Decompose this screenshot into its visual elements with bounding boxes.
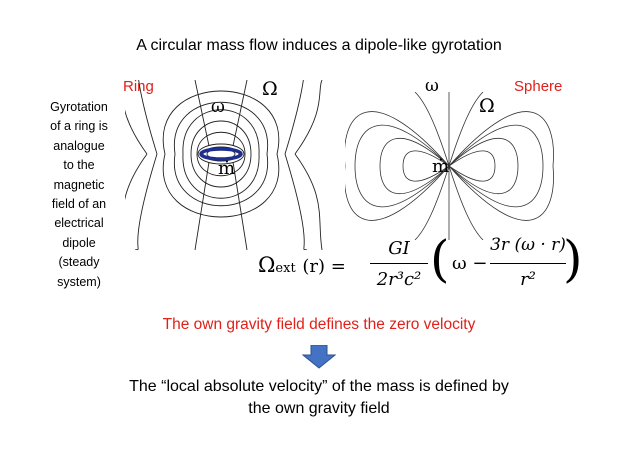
formula-arg: (r) = — [302, 256, 346, 277]
sphere-field-diagram — [345, 92, 554, 240]
formula-numerator: GI — [388, 238, 410, 259]
conclusion-text: The “local absolute velocity” of the mas… — [0, 376, 638, 420]
gyrotation-formula: Ωext (r) = GI 2r³c² ( ω − 3r (ω · r) r² … — [258, 230, 583, 303]
mass-flow-ring: ṁ — [218, 158, 236, 179]
formula-lhs-sub: ext — [275, 261, 296, 276]
side-line: electrical — [54, 216, 104, 231]
zero-velocity-statement: The own gravity field defines the zero v… — [162, 316, 476, 333]
formula-left-paren: ( — [430, 230, 450, 288]
formula-denominator: 2r³c² — [376, 269, 422, 290]
side-line: of a ring is — [50, 119, 108, 134]
side-line: (steady — [58, 255, 100, 270]
conclusion-line: The “local absolute velocity” of the mas… — [129, 378, 509, 395]
formula-term1: ω − — [452, 253, 488, 274]
formula-term2-denominator: r² — [520, 269, 536, 290]
formula-term2-numerator: 3r (ω · r) — [490, 235, 566, 255]
side-line: to the — [63, 158, 95, 173]
omega-small-sphere: ω — [425, 76, 439, 96]
side-caption: Gyrotation of a ring is analogue to the … — [34, 98, 124, 292]
omega-big-ring: Ω — [262, 78, 278, 100]
side-line: dipole — [62, 235, 96, 250]
side-line: Gyrotation — [50, 100, 108, 114]
formula-term2-bar — [490, 263, 566, 264]
sphere-label: Sphere — [514, 78, 563, 95]
omega-small-ring: ω — [211, 97, 225, 117]
ring-shape — [199, 147, 243, 161]
conclusion-line: the own gravity field — [248, 400, 390, 417]
ring-field-diagram — [125, 80, 323, 250]
side-line: field of an — [51, 197, 107, 212]
omega-big-sphere: Ω — [479, 95, 495, 117]
ring-label: Ring — [123, 78, 154, 95]
slide-title: A circular mass flow induces a dipole-li… — [136, 37, 502, 54]
formula-right-paren: ) — [563, 230, 583, 288]
down-arrow-icon — [302, 345, 336, 369]
formula-lhs: Ω — [258, 253, 276, 277]
side-line: magnetic — [53, 177, 105, 192]
mass-flow-sphere: ṁ — [432, 156, 450, 177]
side-line: system) — [57, 274, 101, 289]
formula-fraction-bar — [370, 263, 428, 264]
side-line: analogue — [53, 138, 105, 153]
